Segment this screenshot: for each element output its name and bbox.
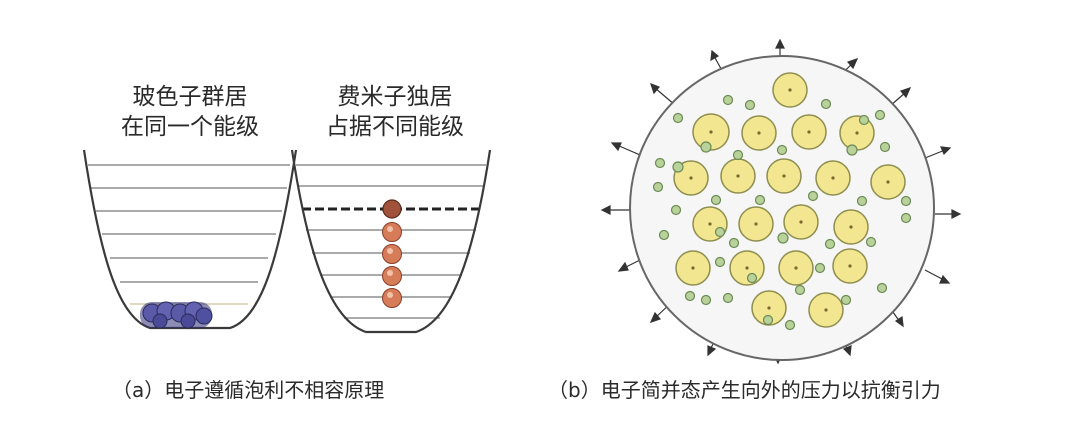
caption-panel-b: （b）电子简并态产生向外的压力以抗衡引力	[548, 378, 941, 402]
fermion-stack	[382, 199, 402, 308]
nucleus-center-dots	[689, 88, 890, 312]
fermion-title: 费米子独居 占据不同能级	[300, 82, 490, 142]
boson-title: 玻色子群居 在同一个能级	[95, 82, 285, 142]
fermion-title-line1: 费米子独居	[337, 84, 453, 110]
caption-panel-a: （a）电子遵循泡利不相容原理	[112, 378, 385, 402]
boson-title-line2: 在同一个能级	[121, 114, 259, 140]
atomic-nuclei	[673, 72, 906, 328]
boson-potential-well	[82, 149, 298, 330]
outward-pressure-arrows	[600, 38, 962, 365]
boson-cluster	[140, 301, 213, 329]
fermion-title-line2: 占据不同能级	[326, 114, 464, 140]
boson-title-line1: 玻色子群居	[132, 84, 248, 110]
free-electrons	[652, 94, 912, 331]
